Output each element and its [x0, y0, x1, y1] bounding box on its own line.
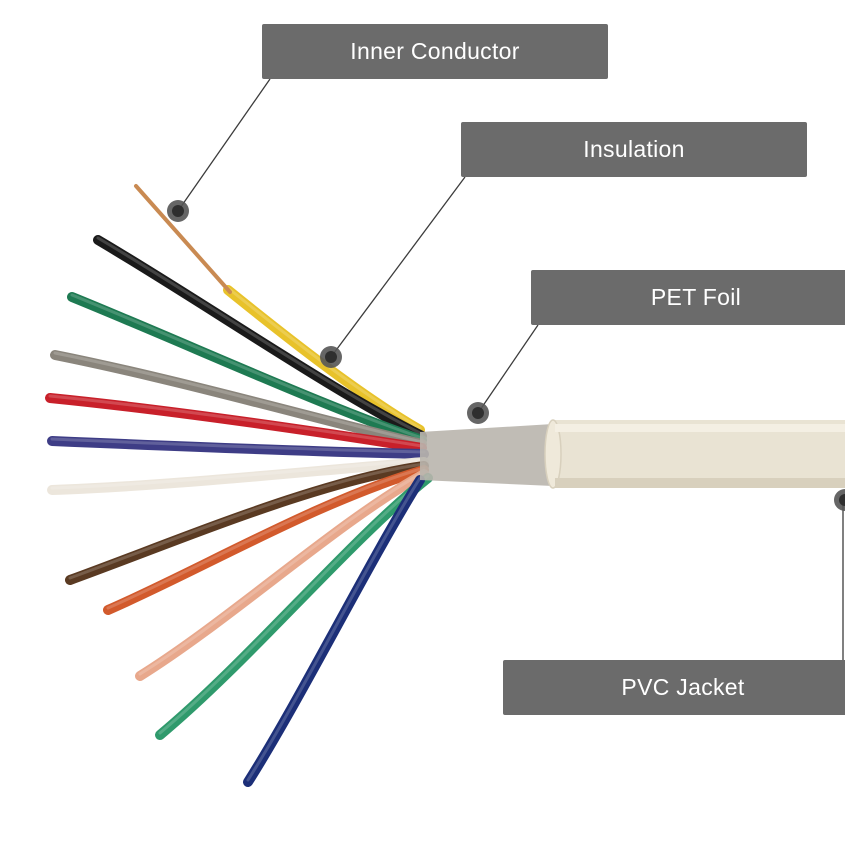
markers — [167, 200, 845, 511]
leader-lines — [177, 78, 844, 660]
callout-insulation: Insulation — [461, 122, 807, 177]
callout-pvc-jacket: PVC Jacket — [503, 660, 845, 715]
pet-foil-band — [420, 424, 553, 486]
bare-conductor — [134, 184, 232, 294]
wire-blue-highlight — [246, 476, 422, 782]
leader-line-pet-foil — [477, 324, 539, 414]
wire-white-highlight — [50, 458, 426, 490]
callout-pet-foil: PET Foil — [531, 270, 845, 325]
wire-light-green — [155, 473, 433, 740]
wire-green-highlight — [70, 293, 424, 440]
wire-violet — [47, 436, 429, 459]
wire-orange — [103, 465, 429, 615]
jacket-end — [544, 419, 562, 489]
wire-black-highlight — [96, 236, 424, 436]
marker-insulation — [320, 346, 342, 368]
wire-black — [93, 235, 427, 441]
wire-green — [67, 292, 427, 445]
pvc-jacket-illustration — [420, 419, 845, 489]
marker-pvc-jacket — [834, 489, 845, 511]
wire-brown-highlight — [68, 462, 426, 580]
wire-violet-highlight — [50, 437, 426, 454]
wire-blue — [243, 475, 425, 787]
wire-light-green-highlight — [158, 474, 430, 735]
marker-inner-conductor — [167, 200, 189, 222]
wires-group — [45, 184, 433, 787]
wire-gray-highlight — [53, 351, 424, 444]
wire-pink — [135, 469, 429, 681]
wire-white — [47, 457, 429, 495]
wire-red-highlight — [48, 394, 424, 448]
leader-line-insulation — [330, 176, 466, 358]
callout-inner-conductor: Inner Conductor — [262, 24, 608, 79]
jacket-highlight — [555, 424, 845, 432]
wire-brown — [65, 461, 429, 585]
wire-red — [45, 393, 427, 453]
jacket-shadow — [555, 478, 845, 488]
wire-pink-highlight — [138, 470, 426, 676]
leader-line-inner-conductor — [177, 78, 271, 212]
wire-gray — [50, 350, 427, 449]
wire-orange-highlight — [106, 466, 426, 610]
marker-pet-foil — [467, 402, 489, 424]
